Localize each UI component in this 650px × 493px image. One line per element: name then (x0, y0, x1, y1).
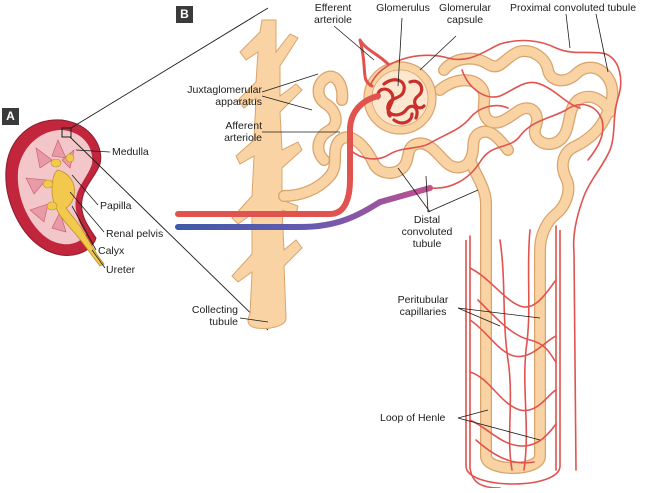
blood-vessels (175, 38, 622, 489)
label-distal-convoluted-tubule-line3: tubule (412, 238, 442, 250)
label-collecting-tubule-line2: tubule (209, 316, 238, 328)
kidney-illustration (5, 119, 105, 267)
label-afferent-arteriole: Afferent arteriole (196, 120, 262, 144)
label-loop-of-henle: Loop of Henle (380, 412, 446, 424)
nephron-leader-lines (239, 13, 609, 441)
kidney-pyramids (25, 139, 75, 233)
renal-pelvis-shape (51, 169, 105, 267)
label-glomerular-capsule-line2: capsule (446, 14, 484, 26)
label-juxtaglomerular-apparatus-line1: Juxtaglomerular (187, 84, 262, 96)
label-proximal-convoluted-tubule: Proximal convoluted tubule (510, 2, 637, 14)
label-distal-convoluted-tubule-line2: convoluted (401, 226, 453, 238)
label-afferent-arteriole-line2: arteriole (224, 132, 262, 144)
kidney-leader-lines (69, 149, 111, 269)
label-ureter: Ureter (106, 264, 136, 276)
label-efferent-arteriole-line1: Efferent (314, 2, 352, 14)
label-glomerulus: Glomerulus (376, 2, 430, 14)
label-juxtaglomerular-apparatus-line2: apparatus (215, 96, 262, 108)
panel-a-marker: A (2, 108, 19, 125)
label-efferent-arteriole-line2: arteriole (314, 14, 352, 26)
label-peritubular-capillaries-line2: capillaries (399, 306, 447, 318)
calyx-cups (42, 153, 75, 211)
loop-of-henle-shape (465, 230, 561, 485)
label-distal-convoluted-tubule-line1: Distal (413, 214, 441, 226)
glomerulus-shape (376, 78, 426, 125)
label-papilla: Papilla (100, 200, 132, 212)
label-collecting-tubule: Collecting tubule (170, 304, 238, 328)
label-juxtaglomerular-apparatus: Juxtaglomerular apparatus (178, 84, 262, 108)
label-peritubular-capillaries-line1: Peritubular (397, 294, 449, 306)
label-peritubular-capillaries: Peritubular capillaries (388, 294, 458, 318)
collecting-tubule-shape (231, 19, 303, 329)
label-glomerular-capsule: Glomerular capsule (430, 2, 500, 26)
label-renal-pelvis: Renal pelvis (106, 228, 164, 240)
panel-b-marker: B (176, 6, 193, 23)
label-calyx: Calyx (98, 245, 125, 257)
label-afferent-arteriole-line1: Afferent (225, 120, 262, 132)
label-distal-convoluted-tubule: Distal convoluted tubule (392, 214, 462, 250)
label-glomerular-capsule-line1: Glomerular (439, 2, 491, 14)
label-efferent-arteriole: Efferent arteriole (302, 2, 364, 26)
label-collecting-tubule-line1: Collecting (191, 304, 238, 316)
magnified-region-box (61, 127, 72, 138)
zoom-lines (69, 7, 269, 331)
nephron-tubules (278, 45, 619, 474)
label-medulla: Medulla (112, 146, 149, 158)
